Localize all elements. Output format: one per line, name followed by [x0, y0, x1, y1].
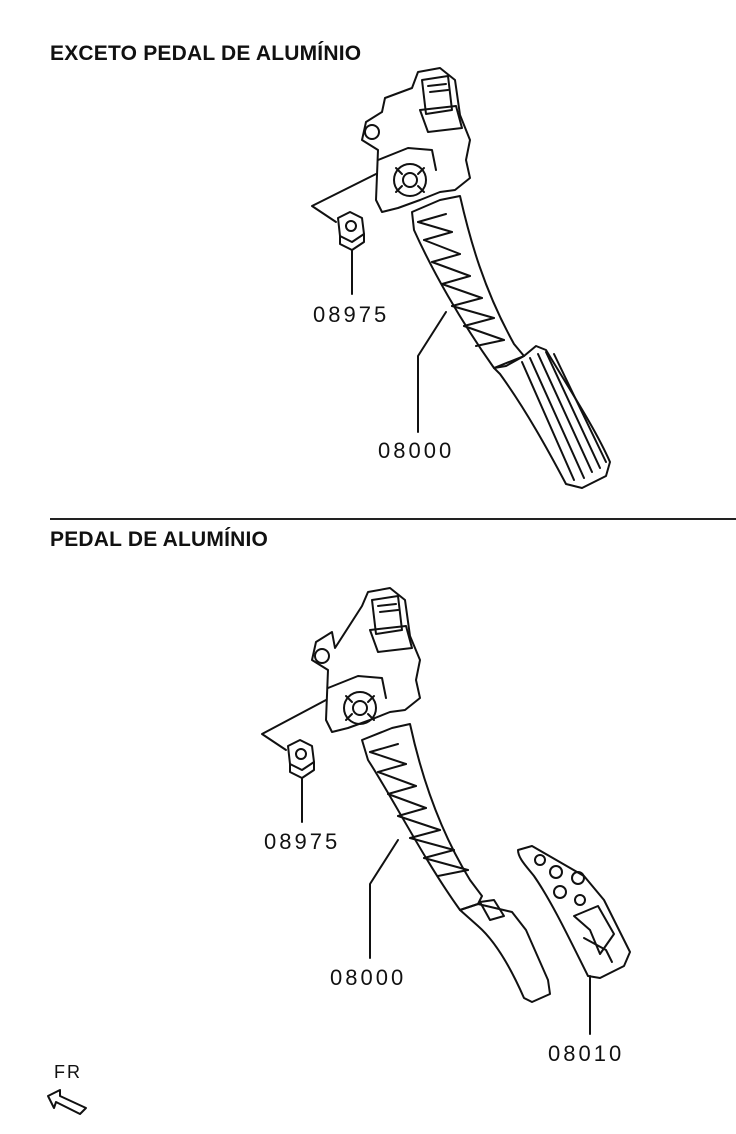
callout-nut-upper: 08975	[313, 302, 390, 327]
section-divider	[50, 518, 736, 520]
flange-nut-lower	[288, 740, 314, 778]
pedal-assembly-lower	[262, 588, 630, 1034]
front-direction-label: FR	[54, 1062, 82, 1082]
leader-pedal-upper	[418, 312, 446, 432]
callout-pedal-lower: 08000	[330, 965, 407, 990]
pedal-assembly-upper	[312, 68, 610, 488]
pedal-bracket	[362, 68, 470, 212]
pivot-boss	[394, 164, 426, 196]
callout-nut-lower: 08975	[264, 829, 341, 854]
callout-pedal-upper: 08000	[378, 438, 455, 463]
flange-nut-upper	[338, 212, 364, 250]
leader-nut-upper	[312, 174, 376, 222]
pivot-boss-lower	[344, 692, 376, 724]
section-title-aluminum: PEDAL DE ALUMÍNIO	[50, 528, 269, 551]
connector-plug-lower	[372, 596, 402, 634]
callout-pad-lower: 08010	[548, 1041, 625, 1066]
aluminum-pad	[518, 846, 630, 978]
leader-pedal-lower	[370, 840, 398, 958]
pedal-pad-base-lower	[460, 904, 550, 1002]
pedal-arm	[412, 196, 524, 368]
leader-nut-lower	[262, 700, 326, 750]
pedal-arm-lower	[362, 724, 482, 910]
connector-plug	[422, 76, 452, 114]
section-title-non-aluminum: EXCETO PEDAL DE ALUMÍNIO	[50, 42, 362, 65]
front-direction-arrow-icon	[48, 1090, 86, 1114]
pedal-pad	[494, 346, 610, 488]
pedal-bracket-lower	[312, 588, 420, 732]
